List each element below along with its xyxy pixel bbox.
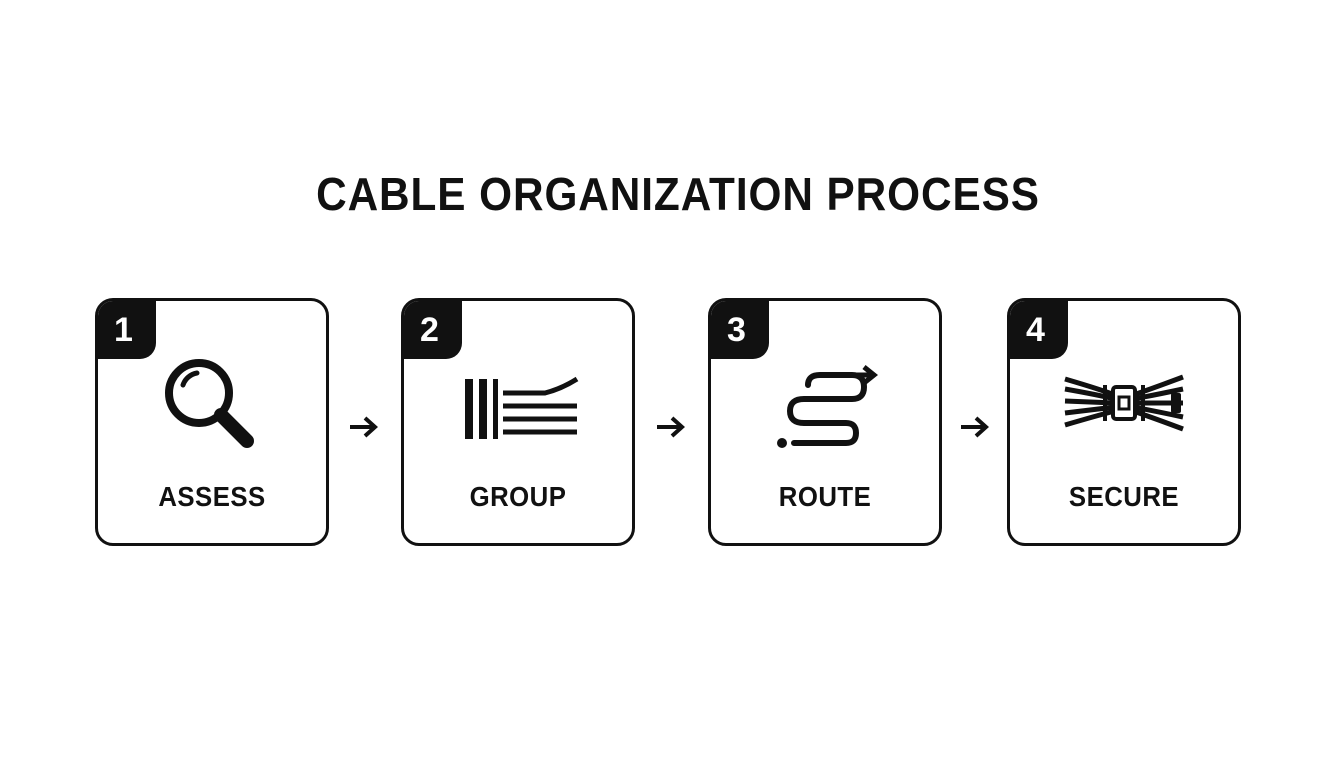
step-number-badge: 1 bbox=[98, 301, 156, 359]
step-label: ROUTE bbox=[778, 481, 872, 512]
step-label: SECURE bbox=[1068, 481, 1180, 512]
step-number-badge: 3 bbox=[711, 301, 769, 359]
step-label: ASSESS bbox=[158, 481, 266, 512]
diagram-title: CABLE ORGANIZATION PROCESS bbox=[316, 168, 1040, 220]
cable-tie-bundle-icon bbox=[1059, 349, 1189, 459]
arrow-right-icon bbox=[348, 414, 380, 440]
step-label: GROUP bbox=[469, 481, 567, 512]
step-card-route: 3 ROUTE bbox=[708, 298, 942, 546]
step-card-assess: 1 ASSESS bbox=[95, 298, 329, 546]
arrow-right-icon bbox=[959, 414, 991, 440]
step-number-badge: 4 bbox=[1010, 301, 1068, 359]
route-path-icon bbox=[760, 349, 890, 459]
step-card-secure: 4 SECURE bbox=[1007, 298, 1241, 546]
arrow-right-icon bbox=[655, 414, 687, 440]
magnifying-glass-icon bbox=[147, 349, 277, 459]
step-card-group: 2 GROUP bbox=[401, 298, 635, 546]
grouped-cables-icon bbox=[453, 349, 583, 459]
step-number-badge: 2 bbox=[404, 301, 462, 359]
